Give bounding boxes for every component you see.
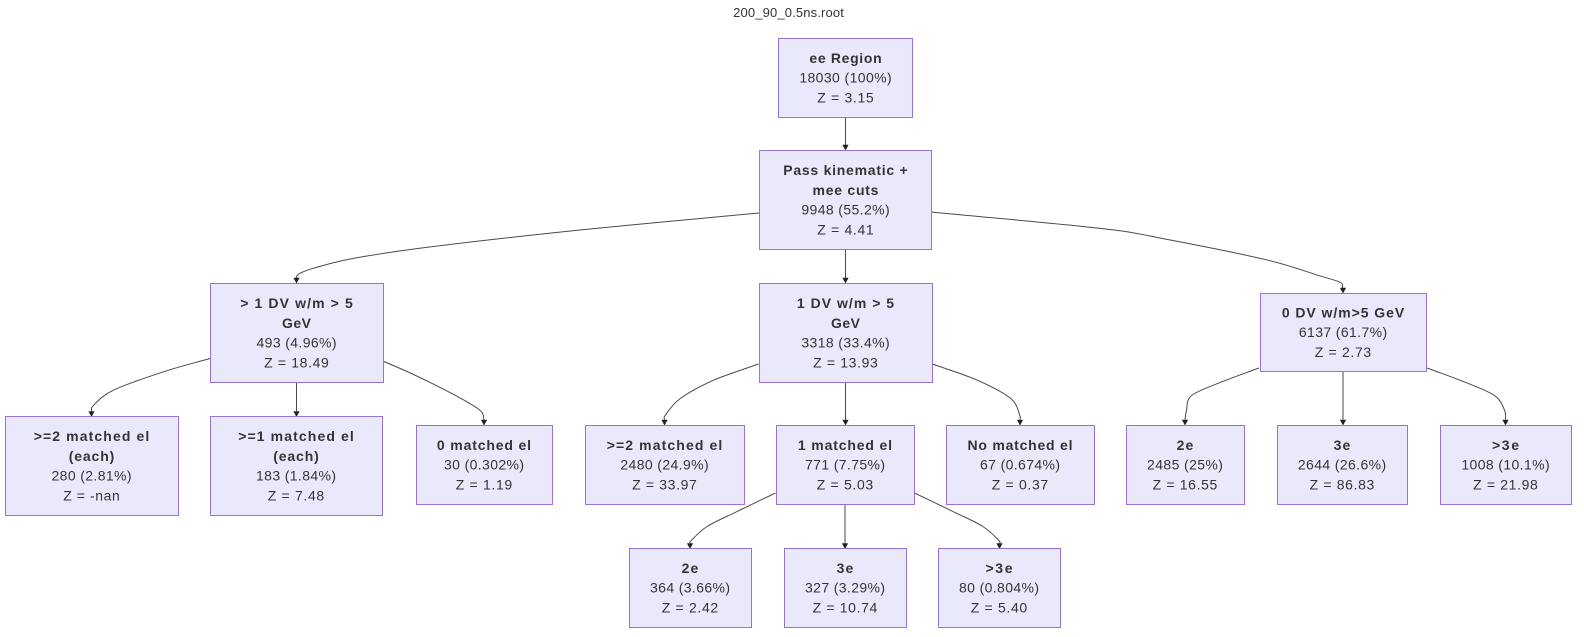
svg-text:1008 (10.1%): 1008 (10.1%) [1461,457,1550,473]
svg-text:1 matched el: 1 matched el [798,437,893,453]
svg-text:Z = 21.98: Z = 21.98 [1473,477,1538,493]
svg-text:771 (7.75%): 771 (7.75%) [805,457,885,473]
svg-text:>3e: >3e [985,560,1014,576]
svg-text:3e: 3e [1334,437,1352,453]
svg-text:Z = 33.97: Z = 33.97 [632,477,697,493]
svg-text:Z = 3.15: Z = 3.15 [817,90,874,106]
svg-text:2485 (25%): 2485 (25%) [1147,457,1223,473]
svg-text:Z = 10.74: Z = 10.74 [813,600,878,616]
svg-text:Z = 16.55: Z = 16.55 [1153,477,1218,493]
svg-text:GeV: GeV [282,315,312,331]
svg-text:No matched el: No matched el [968,437,1074,453]
svg-text:Z = 18.49: Z = 18.49 [264,354,329,370]
svg-text:(each): (each) [69,448,115,464]
svg-text:0 DV w/m>5 GeV: 0 DV w/m>5 GeV [1282,304,1405,320]
svg-text:GeV: GeV [831,315,861,331]
svg-text:Z = 2.42: Z = 2.42 [662,600,719,616]
svg-text:80 (0.804%): 80 (0.804%) [959,580,1039,596]
svg-text:Z = 13.93: Z = 13.93 [813,354,878,370]
svg-text:mee cuts: mee cuts [813,182,880,198]
svg-text:3e: 3e [837,560,855,576]
svg-text:2644 (26.6%): 2644 (26.6%) [1298,457,1387,473]
svg-text:2480 (24.9%): 2480 (24.9%) [620,457,709,473]
svg-text:>=2 matched el: >=2 matched el [34,428,151,444]
svg-text:> 1 DV w/m > 5: > 1 DV w/m > 5 [240,295,354,311]
svg-text:1 DV w/m > 5: 1 DV w/m > 5 [797,295,895,311]
svg-text:Z = 0.37: Z = 0.37 [992,477,1049,493]
svg-text:>3e: >3e [1492,437,1521,453]
svg-text:Z = 1.19: Z = 1.19 [456,477,513,493]
svg-text:183 (1.84%): 183 (1.84%) [256,468,336,484]
svg-text:Pass kinematic +: Pass kinematic + [783,162,908,178]
svg-text:Z = 4.41: Z = 4.41 [817,221,874,237]
svg-text:Z = 2.73: Z = 2.73 [1315,344,1372,360]
svg-text:0 matched el: 0 matched el [437,437,532,453]
svg-text:67 (0.674%): 67 (0.674%) [980,457,1060,473]
svg-text:Z = 5.40: Z = 5.40 [971,600,1028,616]
svg-text:2e: 2e [1177,437,1195,453]
svg-text:>=2 matched el: >=2 matched el [607,437,724,453]
svg-text:327 (3.29%): 327 (3.29%) [805,580,885,596]
svg-text:200_90_0.5ns.root: 200_90_0.5ns.root [733,5,844,20]
svg-text:Z = 5.03: Z = 5.03 [817,477,874,493]
svg-text:Z = 86.83: Z = 86.83 [1310,477,1375,493]
svg-text:ee Region: ee Region [809,50,882,66]
svg-text:>=1 matched el: >=1 matched el [238,428,355,444]
svg-text:2e: 2e [682,560,700,576]
svg-text:18030 (100%): 18030 (100%) [799,70,892,86]
svg-text:(each): (each) [273,448,319,464]
svg-text:Z = -nan: Z = -nan [63,487,120,503]
svg-text:6137 (61.7%): 6137 (61.7%) [1299,324,1388,340]
svg-text:364 (3.66%): 364 (3.66%) [650,580,730,596]
svg-text:3318 (33.4%): 3318 (33.4%) [801,335,890,351]
svg-text:280 (2.81%): 280 (2.81%) [52,468,132,484]
svg-text:Z = 7.48: Z = 7.48 [268,487,325,503]
svg-text:9948 (55.2%): 9948 (55.2%) [801,202,890,218]
svg-text:493 (4.96%): 493 (4.96%) [257,335,337,351]
svg-text:30 (0.302%): 30 (0.302%) [444,457,524,473]
